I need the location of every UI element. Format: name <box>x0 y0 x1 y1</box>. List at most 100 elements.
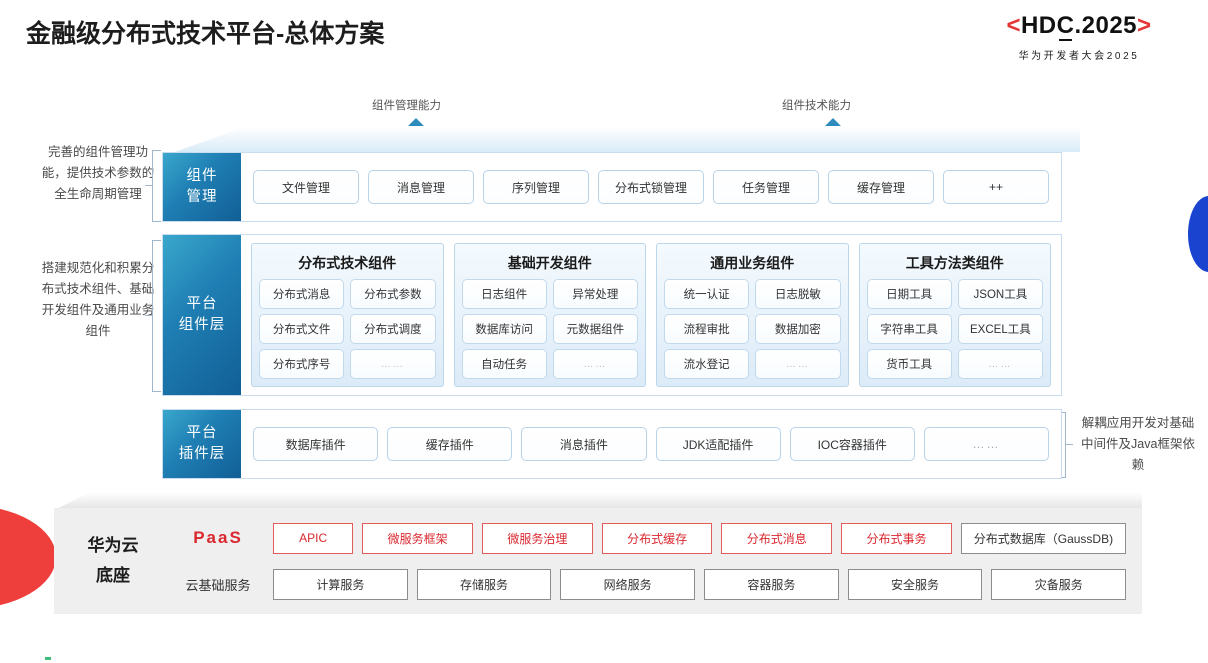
gchip-process-approval[interactable]: 流程审批 <box>664 314 750 344</box>
base-label-cloud-services: 云基础服务 <box>185 577 251 593</box>
gchip-json-tool[interactable]: JSON工具 <box>957 279 1043 309</box>
base-rows: PaaS APIC 微服务框架 微服务治理 分布式缓存 分布式消息 分布式事务 … <box>172 521 1142 601</box>
group-grid-basic-development: 日志组件 异常处理 数据库访问 元数据组件 自动任务 …… <box>461 279 638 379</box>
hdc-logo: <HDC.2025> 华为开发者大会2025 <box>964 12 1194 63</box>
chip-cache-plugin[interactable]: 缓存插件 <box>387 427 513 461</box>
chip-sequence-management[interactable]: 序列管理 <box>483 170 589 204</box>
hdc-logo-c: C <box>1056 12 1075 41</box>
chip-more-plus[interactable]: ++ <box>943 170 1049 204</box>
gchip-date-tool[interactable]: 日期工具 <box>866 279 952 309</box>
gchip-log-desensitization[interactable]: 日志脱敏 <box>755 279 841 309</box>
group-title-distributed-tech: 分布式技术组件 <box>298 255 397 271</box>
gchip-database-access[interactable]: 数据库访问 <box>461 314 547 344</box>
base-title-line1: 华为云 <box>87 536 139 555</box>
bchip-distributed-message[interactable]: 分布式消息 <box>721 522 833 554</box>
side-note-right: 解耦应用开发对基础中间件及Java框架依赖 <box>1081 416 1195 472</box>
gchip-distributed-parameter[interactable]: 分布式参数 <box>350 279 436 309</box>
bchip-distributed-cache[interactable]: 分布式缓存 <box>601 522 713 554</box>
layer-label-line2: 管理 <box>186 189 218 205</box>
component-group-basic-development: 基础开发组件 日志组件 异常处理 数据库访问 元数据组件 自动任务 …… <box>453 243 646 387</box>
bchip-container-service[interactable]: 容器服务 <box>704 568 839 600</box>
page-title: 金融级分布式技术平台-总体方案 <box>26 20 385 48</box>
gchip-more-distributed-tech[interactable]: …… <box>350 349 436 379</box>
hdc-logo-main: <HDC.2025> <box>964 12 1194 41</box>
gchip-excel-tool[interactable]: EXCEL工具 <box>957 314 1043 344</box>
group-title-basic-development: 基础开发组件 <box>507 255 592 271</box>
gchip-distributed-sequence[interactable]: 分布式序号 <box>259 349 345 379</box>
gchip-automated-task[interactable]: 自动任务 <box>461 349 547 379</box>
gchip-currency-tool[interactable]: 货币工具 <box>866 349 952 379</box>
gchip-distributed-file[interactable]: 分布式文件 <box>259 314 345 344</box>
gchip-string-tool[interactable]: 字符串工具 <box>866 314 952 344</box>
green-marker-decoration <box>45 657 51 660</box>
gchip-metadata-component[interactable]: 元数据组件 <box>552 314 638 344</box>
bchip-security-service[interactable]: 安全服务 <box>847 568 983 600</box>
bracket-stub-left-top <box>145 185 152 187</box>
layer-label-line1: 组件 <box>186 168 218 184</box>
base-row-paas: PaaS APIC 微服务框架 微服务治理 分布式缓存 分布式消息 分布式事务 … <box>172 521 1126 555</box>
layer-body-component-management: 文件管理 消息管理 序列管理 分布式锁管理 任务管理 缓存管理 ++ <box>241 153 1061 221</box>
component-group-distributed-tech: 分布式技术组件 分布式消息 分布式参数 分布式文件 分布式调度 分布式序号 …… <box>251 243 444 387</box>
gchip-more-utility-methods[interactable]: …… <box>957 349 1043 379</box>
component-group-general-business: 通用业务组件 统一认证 日志脱敏 流程审批 数据加密 流水登记 …… <box>656 243 849 387</box>
bracket-stub-left-bottom <box>145 315 152 317</box>
group-title-general-business: 通用业务组件 <box>710 255 795 271</box>
arrow-label-component-technology: 组件技术能力 <box>782 100 851 112</box>
bchip-apic[interactable]: APIC <box>273 522 354 554</box>
chip-jdk-adapter-plugin[interactable]: JDK适配插件 <box>655 427 781 461</box>
angle-bracket-right-icon: > <box>1137 12 1152 39</box>
gchip-more-general-business[interactable]: …… <box>755 349 841 379</box>
layer-label-platform-component: 平台 组件层 <box>163 235 241 395</box>
layer-label-platform-plugin: 平台 插件层 <box>163 410 241 478</box>
hdc-logo-year: .2025 <box>1074 12 1138 39</box>
hdc-logo-subtitle: 华为开发者大会2025 <box>1018 51 1140 62</box>
bchip-storage-service[interactable]: 存储服务 <box>416 568 552 600</box>
bracket-left-bottom <box>152 240 161 392</box>
gchip-log-component[interactable]: 日志组件 <box>461 279 547 309</box>
chip-task-management[interactable]: 任务管理 <box>713 170 819 204</box>
layer-row-platform-plugin: 平台 插件层 数据库插件 缓存插件 消息插件 JDK适配插件 IOC容器插件 …… <box>162 409 1062 479</box>
gchip-data-encryption[interactable]: 数据加密 <box>755 314 841 344</box>
gchip-distributed-scheduling[interactable]: 分布式调度 <box>350 314 436 344</box>
bchip-microservice-framework[interactable]: 微服务框架 <box>362 522 473 554</box>
chip-more-plugins[interactable]: …… <box>923 427 1050 461</box>
component-group-container: 分布式技术组件 分布式消息 分布式参数 分布式文件 分布式调度 分布式序号 ……… <box>241 235 1061 395</box>
red-quarter-circle-decoration <box>0 505 56 609</box>
bchip-compute-service[interactable]: 计算服务 <box>273 568 408 600</box>
gchip-transaction-register[interactable]: 流水登记 <box>664 349 750 379</box>
chip-file-management[interactable]: 文件管理 <box>253 170 359 204</box>
chip-message-plugin[interactable]: 消息插件 <box>521 427 647 461</box>
layer-label-line1: 平台 <box>186 296 218 312</box>
group-grid-utility-methods: 日期工具 JSON工具 字符串工具 EXCEL工具 货币工具 …… <box>866 279 1043 379</box>
bchip-disaster-recovery-service[interactable]: 灾备服务 <box>991 568 1127 600</box>
hdc-logo-hd: HD <box>1020 12 1057 39</box>
bchip-microservice-governance[interactable]: 微服务治理 <box>482 522 593 554</box>
gchip-more-basic-development[interactable]: …… <box>552 349 638 379</box>
base-label-paas: PaaS <box>193 528 243 547</box>
chip-database-plugin[interactable]: 数据库插件 <box>253 427 379 461</box>
base-title: 华为云 底座 <box>54 531 172 591</box>
layer-row-component-management: 组件 管理 文件管理 消息管理 序列管理 分布式锁管理 任务管理 缓存管理 ++ <box>162 152 1062 222</box>
side-note-left-bottom: 搭建规范化和积累分布式技术组件、基础开发组件及通用业务组件 <box>41 261 155 338</box>
stack-perspective-top <box>174 126 1080 152</box>
gchip-exception-handling[interactable]: 异常处理 <box>552 279 638 309</box>
layer-label-line2: 插件层 <box>178 446 226 462</box>
group-grid-distributed-tech: 分布式消息 分布式参数 分布式文件 分布式调度 分布式序号 …… <box>259 279 436 379</box>
gchip-unified-authentication[interactable]: 统一认证 <box>664 279 750 309</box>
base-title-line2: 底座 <box>96 566 130 585</box>
bchip-distributed-database-gaussdb[interactable]: 分布式数据库（GaussDB) <box>960 522 1126 554</box>
chip-cache-management[interactable]: 缓存管理 <box>828 170 934 204</box>
chip-distributed-lock-management[interactable]: 分布式锁管理 <box>598 170 704 204</box>
angle-bracket-left-icon: < <box>1006 12 1021 39</box>
chip-ioc-container-plugin[interactable]: IOC容器插件 <box>789 427 915 461</box>
chip-message-management[interactable]: 消息管理 <box>368 170 474 204</box>
bchip-network-service[interactable]: 网络服务 <box>560 568 696 600</box>
bracket-stub-right <box>1066 444 1073 446</box>
gchip-distributed-message[interactable]: 分布式消息 <box>259 279 345 309</box>
group-grid-general-business: 统一认证 日志脱敏 流程审批 数据加密 流水登记 …… <box>664 279 841 379</box>
bchip-distributed-transaction[interactable]: 分布式事务 <box>841 522 952 554</box>
layer-label-line2: 组件层 <box>178 317 226 333</box>
component-group-utility-methods: 工具方法类组件 日期工具 JSON工具 字符串工具 EXCEL工具 货币工具 …… <box>858 243 1051 387</box>
blue-lens-decoration <box>1188 196 1208 272</box>
